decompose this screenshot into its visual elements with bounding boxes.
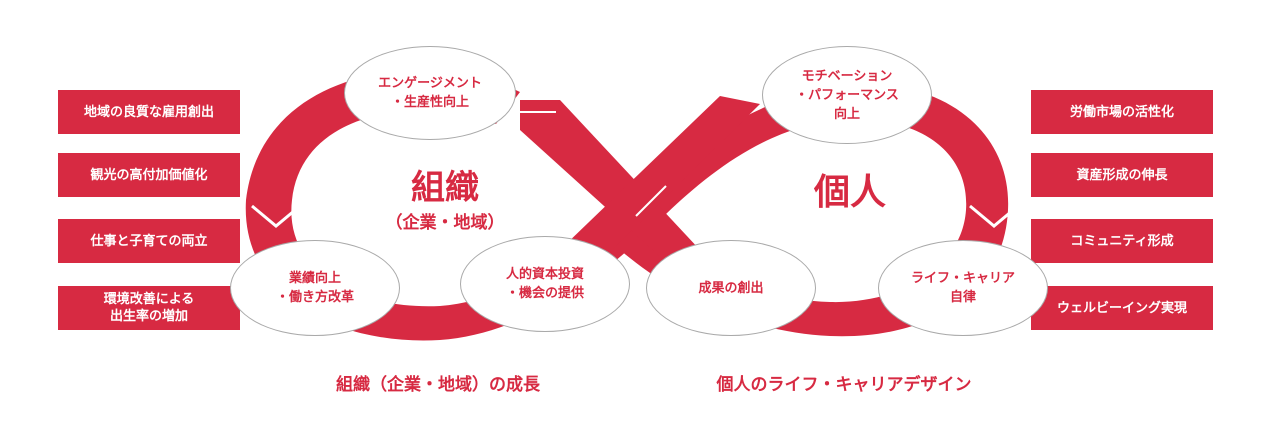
left-box-4: 環境改善による 出生率の増加 <box>58 286 240 330</box>
left-caption: 組織（企業・地域）の成長 <box>336 375 540 395</box>
right-box-4: ウェルビーイング実現 <box>1031 286 1213 330</box>
right-caption: 個人のライフ・キャリアデザイン <box>716 375 972 395</box>
node-life-career: ライフ・キャリア 自律 <box>878 240 1048 336</box>
node-performance: 業績向上 ・働き方改革 <box>230 240 400 336</box>
node-motivation: モチベーション ・パフォーマンス 向上 <box>762 46 932 144</box>
right-box-3: コミュニティ形成 <box>1031 219 1213 263</box>
left-loop-subtitle: （企業・地域） <box>385 213 505 233</box>
left-box-2: 観光の高付加価値化 <box>58 153 240 197</box>
left-box-1: 地域の良質な雇用創出 <box>58 90 240 134</box>
node-outcome: 成果の創出 <box>646 240 816 336</box>
cross-gap-line <box>635 185 667 217</box>
cross-band-down <box>520 100 700 262</box>
node-engagement: エンゲージメント ・生産性向上 <box>344 46 516 140</box>
left-flow-arrow-icon <box>251 204 301 228</box>
right-box-2: 資産形成の伸長 <box>1031 153 1213 197</box>
left-box-3: 仕事と子育ての両立 <box>58 219 240 263</box>
cross-band-up <box>562 96 760 262</box>
right-flow-arrow-icon <box>969 204 1019 228</box>
right-loop-title: 個人 <box>813 172 886 213</box>
node-human-capital: 人的資本投資 ・機会の提供 <box>460 236 630 332</box>
left-loop-title: 組織 <box>411 168 479 208</box>
right-box-1: 労働市場の活性化 <box>1031 90 1213 134</box>
